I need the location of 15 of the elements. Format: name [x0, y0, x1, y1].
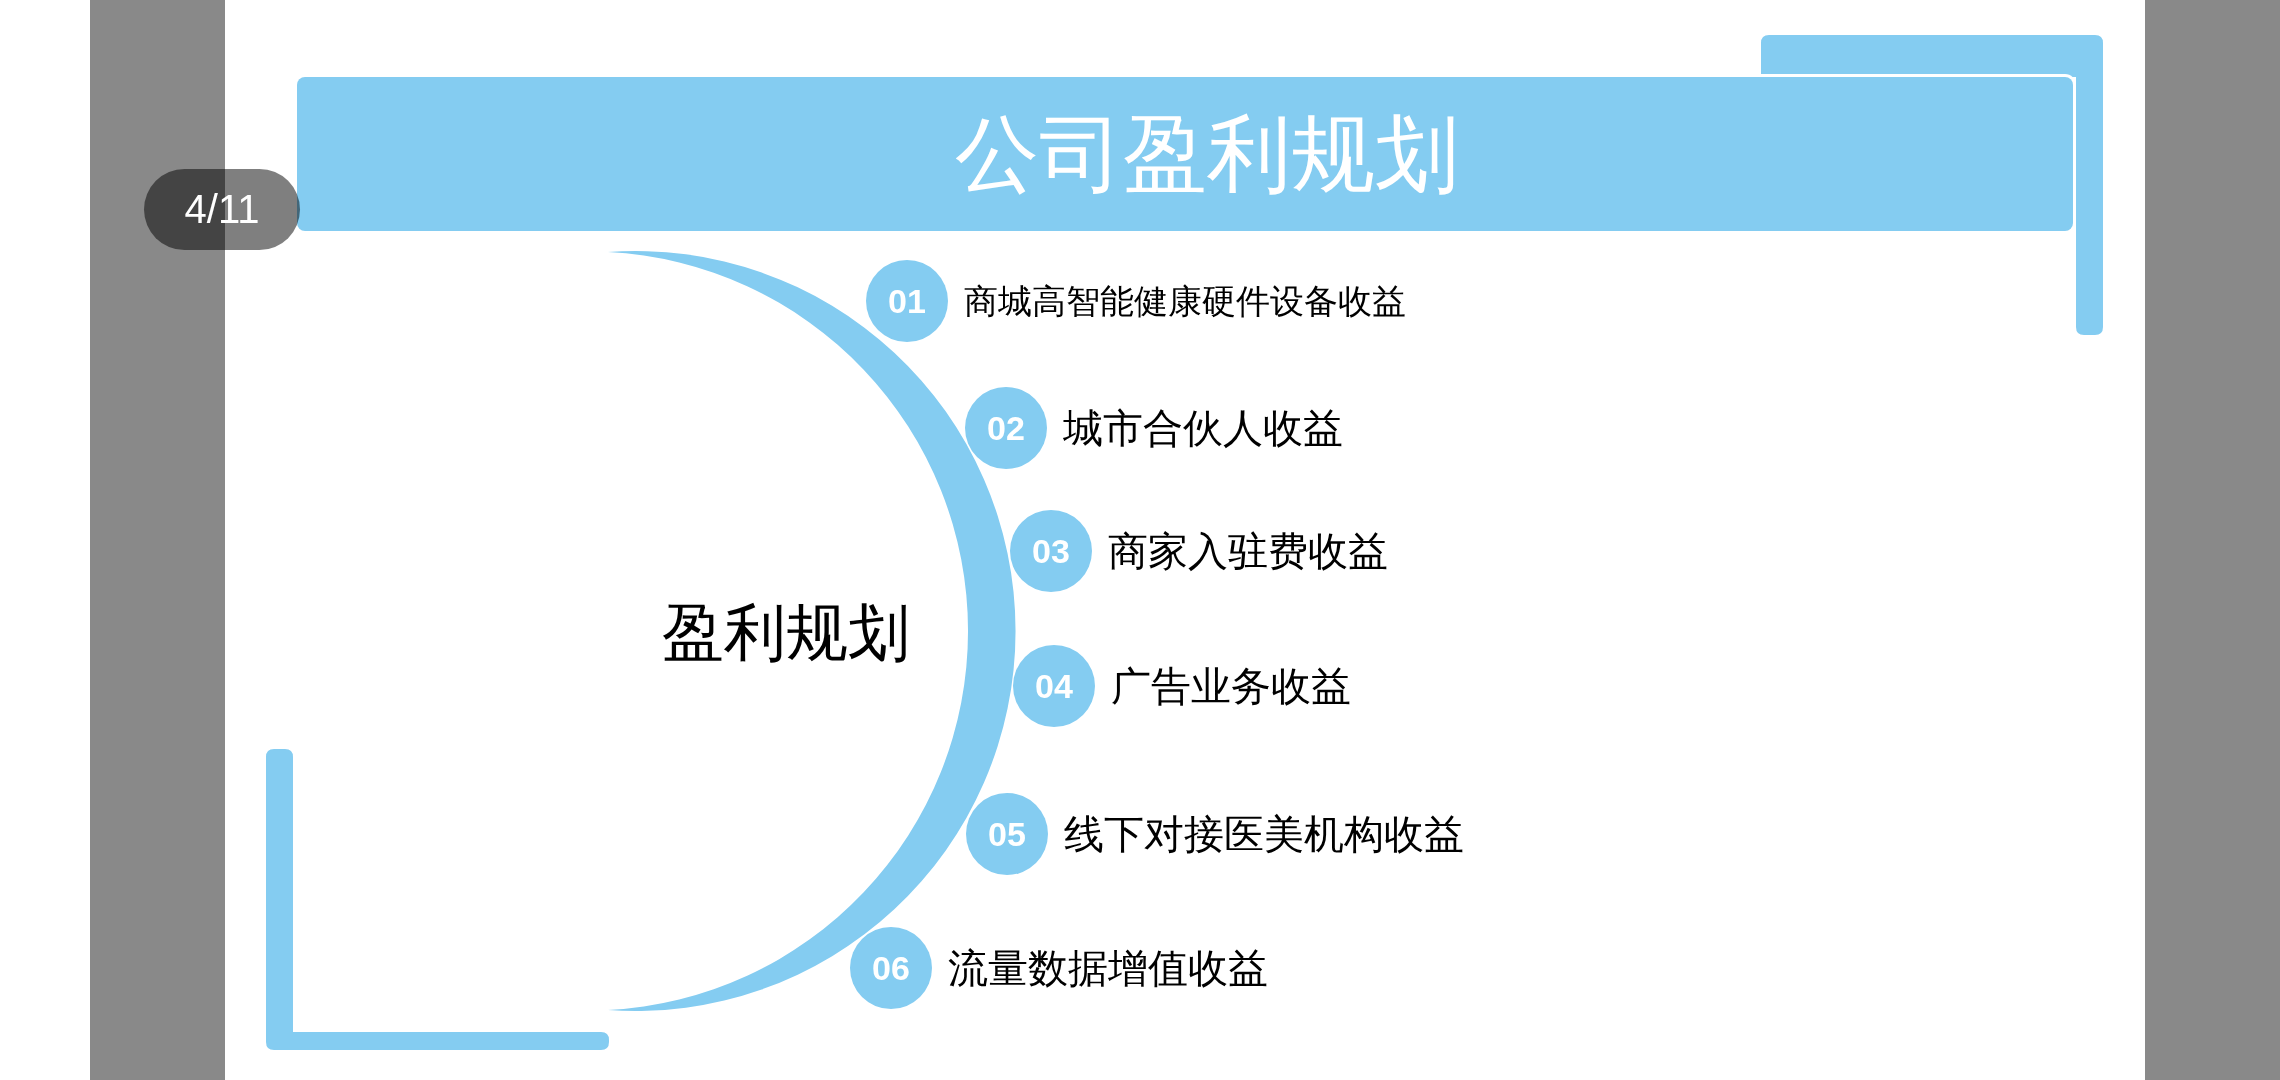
item-label: 流量数据增值收益	[948, 944, 1268, 993]
number-circle: 04	[1013, 645, 1095, 727]
hub-label: 盈利规划	[662, 597, 910, 669]
number-circle: 01	[866, 260, 948, 342]
item-label: 广告业务收益	[1111, 662, 1351, 711]
item-label: 商城高智能健康硬件设备收益	[964, 279, 1406, 323]
item-label: 商家入驻费收益	[1108, 527, 1388, 576]
number-circle: 03	[1010, 510, 1092, 592]
number-circle: 02	[965, 387, 1047, 469]
slide-title: 公司盈利规划	[955, 105, 1459, 203]
number-circle: 05	[966, 793, 1048, 875]
item-label: 线下对接医美机构收益	[1064, 810, 1464, 859]
item-label: 城市合伙人收益	[1063, 404, 1343, 453]
page-indicator: 4/11	[144, 169, 300, 250]
number-circle: 06	[850, 927, 932, 1009]
